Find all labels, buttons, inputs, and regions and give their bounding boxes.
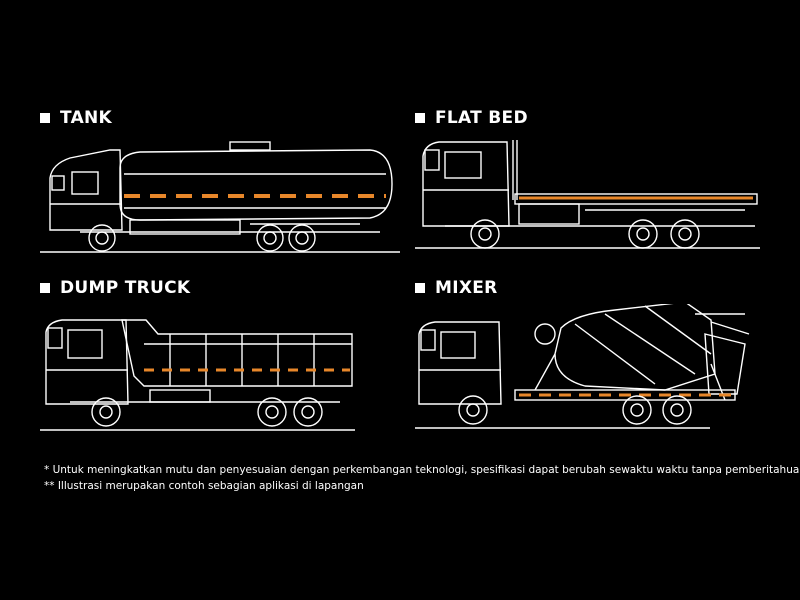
- panel-dump: DUMP TRUCK: [40, 278, 410, 448]
- square-bullet-icon: [415, 113, 425, 123]
- footnote-2: ** Illustrasi merupakan contoh sebagian …: [44, 480, 364, 492]
- square-bullet-icon: [415, 283, 425, 293]
- panel-title-tank: TANK: [40, 108, 112, 128]
- panel-title-mixer: MIXER: [415, 278, 498, 298]
- dump-label: DUMP TRUCK: [60, 278, 191, 298]
- flatbed-truck-illustration: [415, 140, 760, 249]
- dump-truck-illustration: [40, 319, 355, 431]
- panel-title-flatbed: FLAT BED: [415, 108, 528, 128]
- panel-title-dump: DUMP TRUCK: [40, 278, 190, 298]
- flatbed-label: FLAT BED: [435, 108, 528, 128]
- mixer-truck-illustration: [415, 304, 750, 429]
- tank-label: TANK: [60, 108, 113, 128]
- footnotes: * Untuk meningkatkan mutu dan penyesuaia…: [44, 462, 800, 494]
- panel-mixer: MIXER: [415, 278, 785, 448]
- tank-truck-illustration: [40, 141, 400, 253]
- square-bullet-icon: [40, 283, 50, 293]
- panel-flatbed: FLAT BED: [415, 108, 785, 278]
- footnote-1: * Untuk meningkatkan mutu dan penyesuaia…: [44, 464, 800, 476]
- square-bullet-icon: [40, 113, 50, 123]
- mixer-label: MIXER: [435, 278, 498, 298]
- panel-tank: TANK: [40, 108, 410, 278]
